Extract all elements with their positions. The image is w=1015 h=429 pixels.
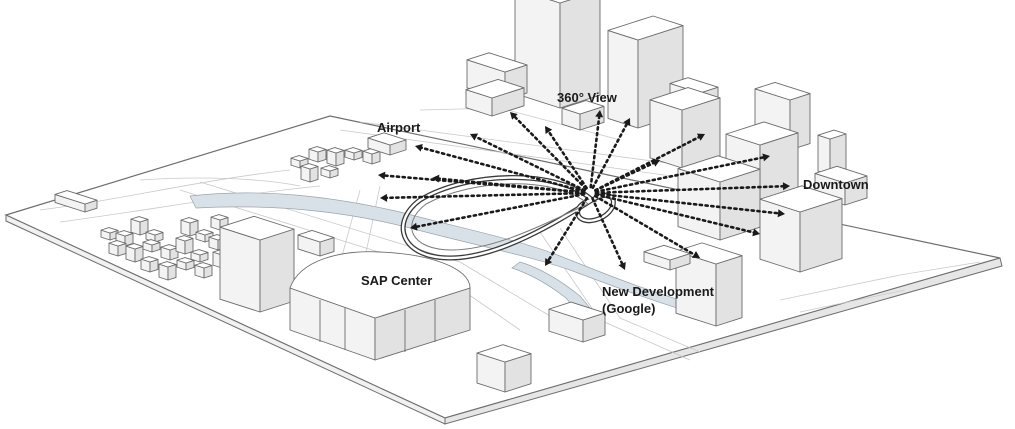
view-ray (594, 184, 786, 195)
tower-left-front (219, 215, 295, 313)
view-ray-arrowhead (510, 112, 518, 120)
small-building (180, 217, 199, 237)
view-ray-arrowhead (432, 174, 440, 183)
small-building (175, 235, 194, 255)
view-ray-arrowhead (545, 126, 553, 135)
view-ray (474, 135, 586, 192)
view-ray (384, 191, 586, 200)
small-building (300, 163, 319, 183)
street-grid (39, 107, 981, 361)
small-building (125, 243, 144, 263)
view-ray-arrowhead (595, 110, 604, 118)
view-ray (436, 177, 586, 194)
view-ray (512, 114, 588, 191)
view-ray-arrowhead (777, 209, 785, 218)
tower-right-front (759, 185, 843, 273)
small-building (140, 256, 159, 273)
building-far-left (54, 190, 98, 213)
view-ray-arrowhead (696, 133, 705, 141)
small-building (190, 249, 209, 263)
tower-thin-right (817, 129, 847, 176)
view-ray-arrowhead (762, 153, 770, 162)
building-small-center (561, 100, 605, 131)
residential-blocks-left (100, 146, 381, 281)
view-ray-arrowhead (618, 261, 626, 270)
view-ray-arrowhead (470, 133, 479, 141)
small-building (362, 148, 381, 165)
view-ray-arrowhead (651, 159, 660, 167)
view-ray (593, 194, 697, 257)
view-ray (594, 192, 781, 215)
label-new-development-google: (Google) (602, 301, 656, 316)
sap-center-building (289, 251, 471, 361)
view-ray (546, 196, 589, 263)
building-google-podium (643, 244, 691, 271)
small-building (194, 262, 213, 279)
view-ray-arrowhead (782, 182, 790, 191)
view-ray (594, 161, 656, 192)
view-ray-arrowhead (545, 257, 553, 266)
view-rays (378, 110, 790, 270)
small-building (344, 147, 363, 161)
building-mid-low (465, 78, 525, 117)
small-building (108, 240, 127, 257)
view-ray-arrowhead (752, 228, 760, 237)
small-building (308, 146, 327, 163)
small-building (320, 165, 339, 179)
small-building (158, 261, 177, 281)
view-ray-arrowhead (415, 143, 423, 152)
label-airport: Airport (377, 120, 421, 135)
label-new-development: New Development (602, 284, 714, 299)
label-360-view: 360° View (557, 90, 617, 105)
ground-slab (4, 115, 1003, 425)
view-ray-arrowhead (378, 171, 386, 180)
small-building (130, 216, 149, 236)
view-ray (547, 129, 588, 190)
view-ray (591, 197, 624, 266)
tower-new-development-front (675, 242, 743, 327)
view-ray (414, 192, 586, 229)
tower-center-right (649, 87, 721, 169)
building-front-low (548, 301, 606, 343)
view-ray (419, 146, 586, 193)
small-building (160, 244, 179, 261)
view-ray-arrowhead (380, 193, 388, 202)
small-building (100, 227, 119, 241)
small-building (326, 147, 345, 167)
view-ray-arrowhead (623, 118, 631, 127)
tower-new-development-back (677, 155, 761, 241)
small-building (142, 239, 161, 253)
building-left-small (297, 230, 335, 257)
view-ray (589, 114, 601, 189)
label-downtown: Downtown (803, 177, 869, 192)
building-airport-side (367, 132, 407, 156)
view-ray-arrowhead (691, 250, 700, 258)
view-ray (594, 155, 766, 194)
buildings (54, 0, 868, 393)
view-ray-arrowhead (410, 222, 418, 231)
view-ray (594, 193, 756, 234)
small-building (176, 257, 195, 271)
label-sap-center: SAP Center (361, 273, 433, 288)
building-front-bottom (476, 344, 532, 393)
view-ray (591, 121, 629, 190)
